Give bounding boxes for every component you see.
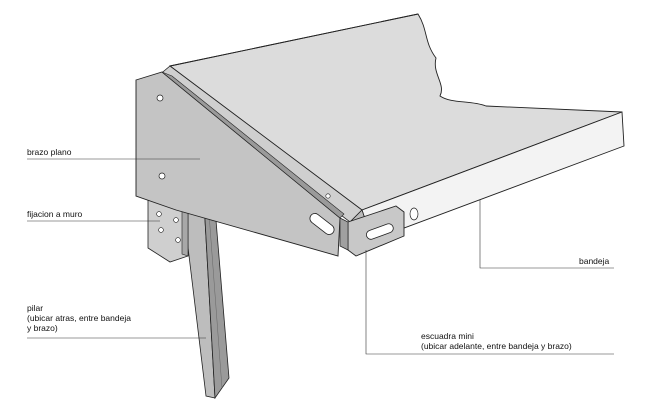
label-pilar: pilar (ubicar atras, entre bandeja y bra… [27, 303, 131, 333]
label-bandeja: bandeja [579, 256, 610, 266]
label-fijacion-muro: fijacion a muro [27, 209, 83, 219]
label-escuadra-mini: escuadra mini (ubicar adelante, entre ba… [421, 331, 572, 351]
flat-arm [135, 71, 345, 257]
leader-lines [27, 158, 614, 355]
pillar [181, 195, 230, 400]
leader-escuadra [365, 250, 614, 355]
mini-bracket [339, 205, 405, 257]
label-brazo-plano: brazo plano [27, 147, 72, 157]
leader-bandeja [479, 200, 614, 269]
